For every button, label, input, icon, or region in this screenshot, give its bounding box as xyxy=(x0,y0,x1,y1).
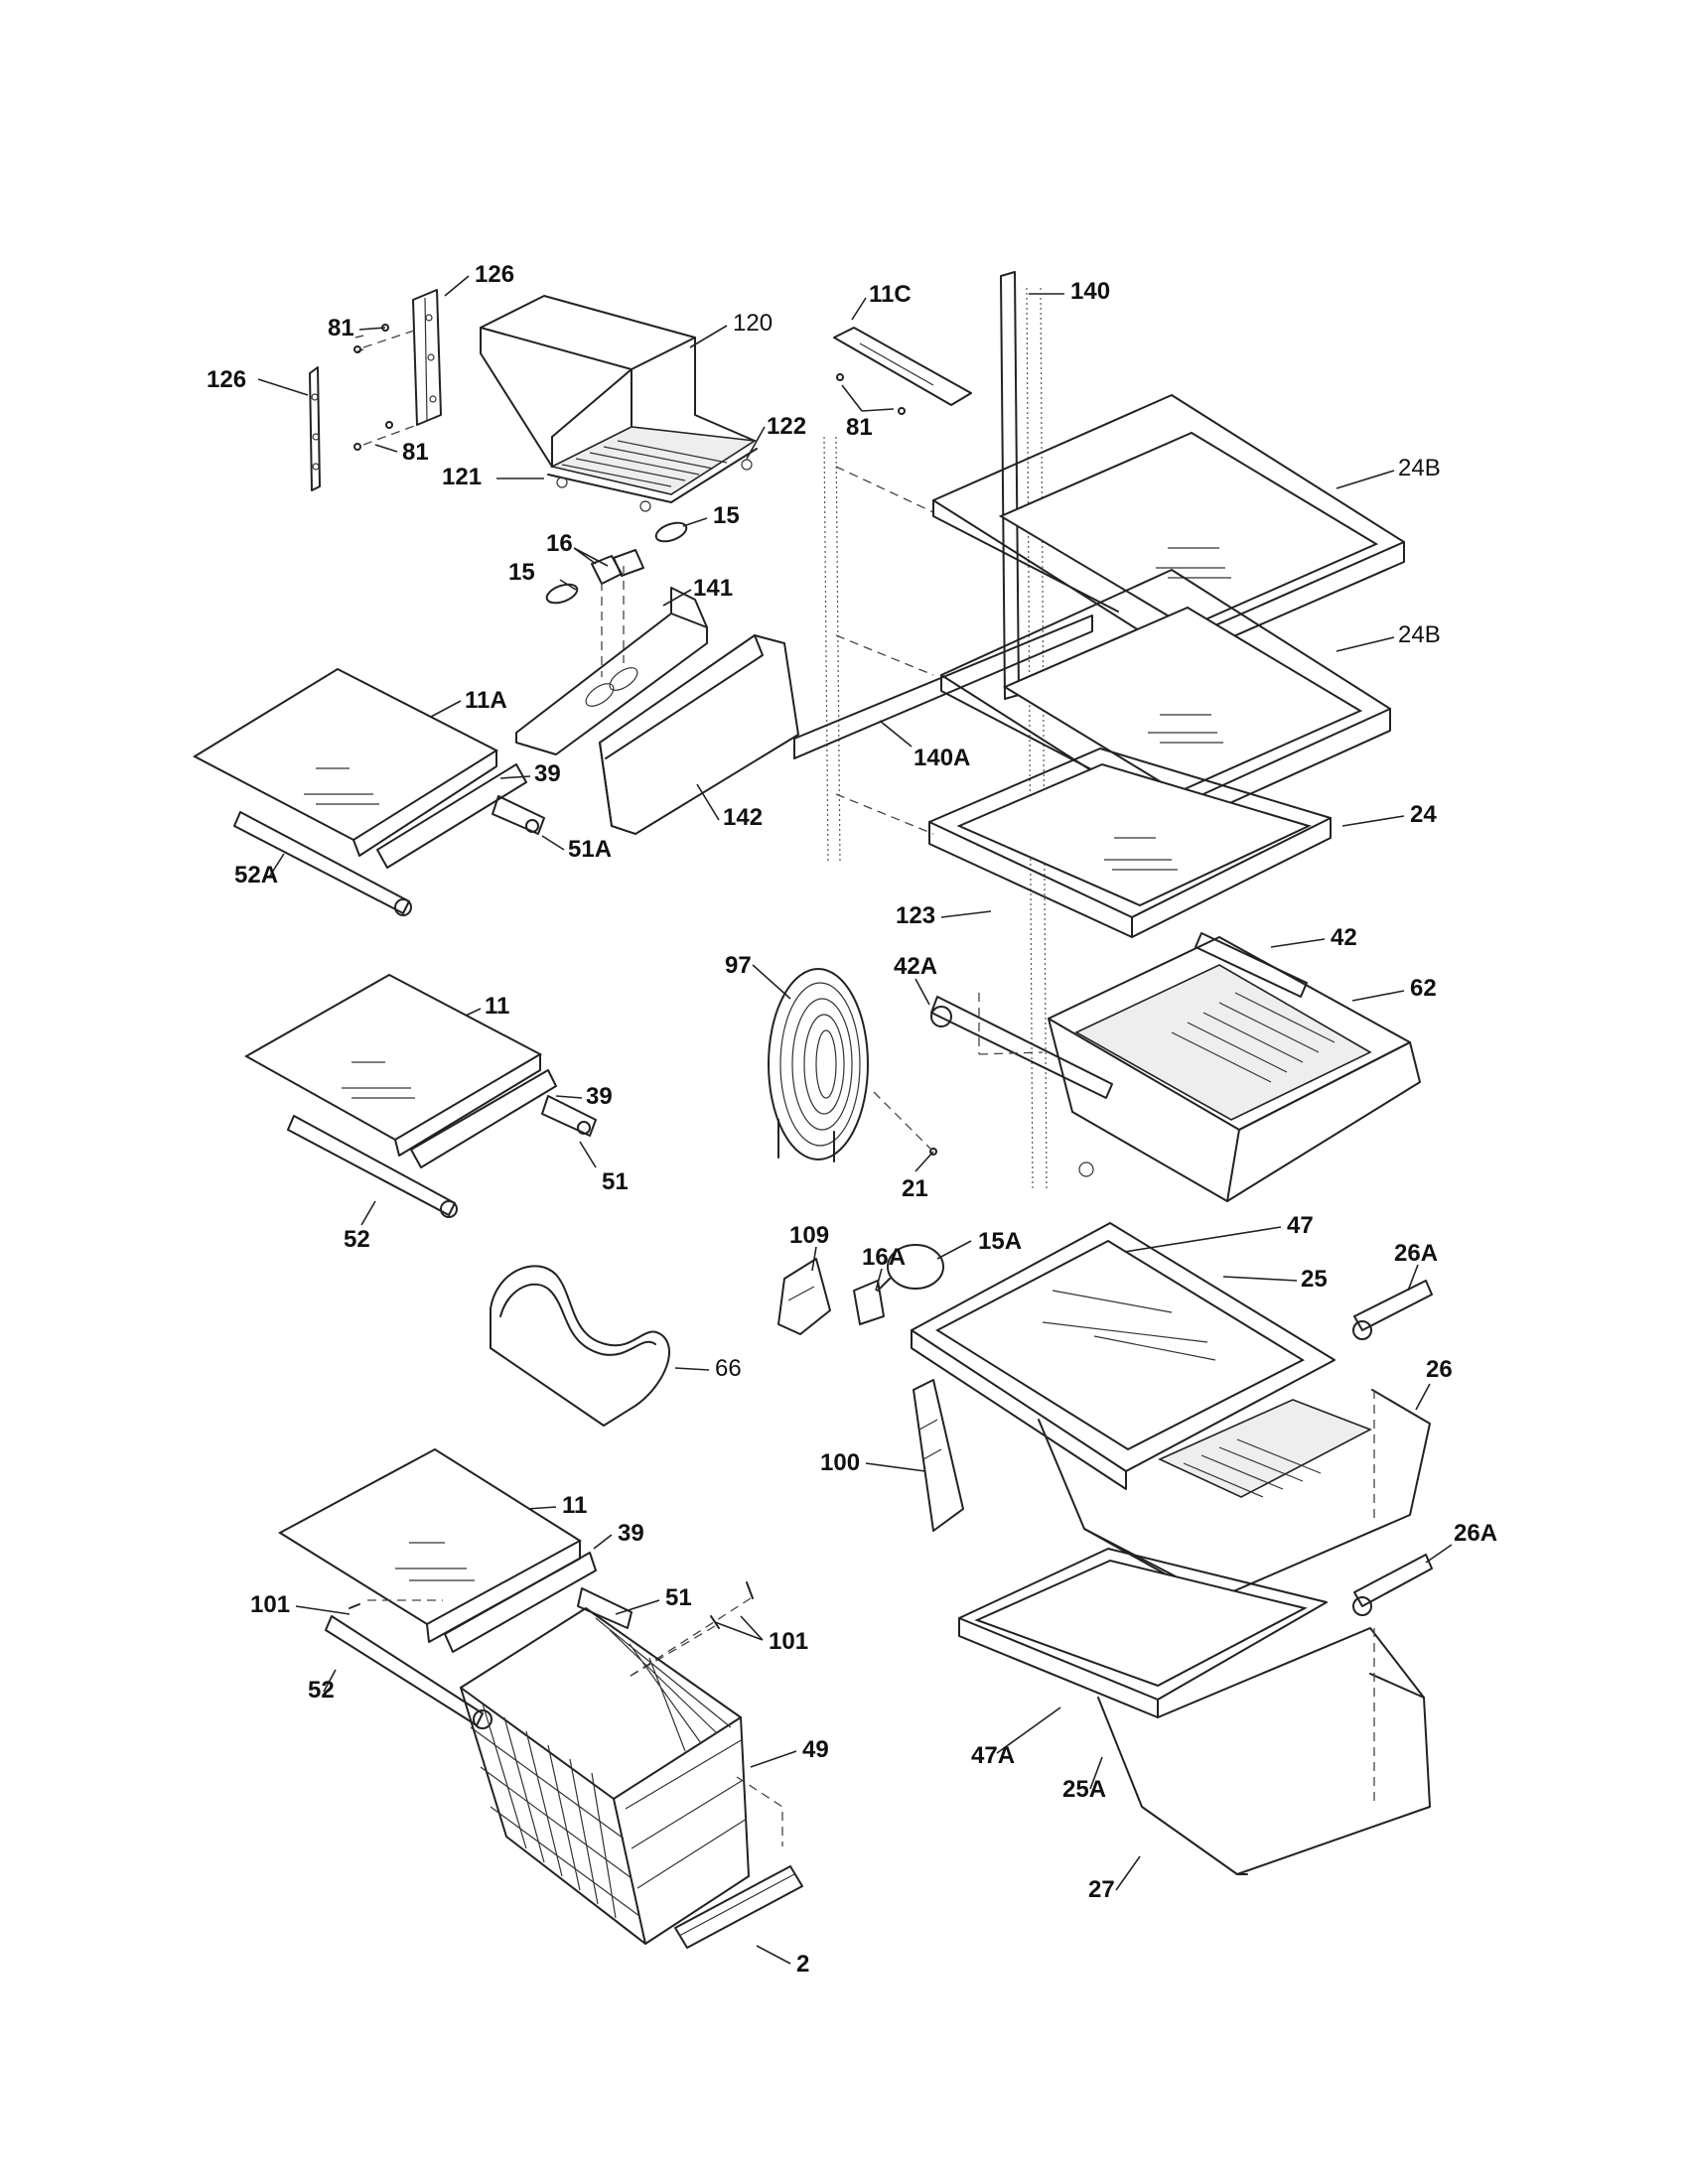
part-label-26: 26 xyxy=(1426,1356,1453,1383)
drawer-62 xyxy=(978,936,1421,1202)
part-label-49: 49 xyxy=(802,1736,829,1763)
part-label-39c: 39 xyxy=(618,1520,644,1547)
part-label-51A: 51A xyxy=(568,836,612,863)
part-label-11a: 11 xyxy=(485,993,509,1020)
part-label-11b: 11 xyxy=(562,1492,587,1519)
part-label-27: 27 xyxy=(1088,1876,1115,1903)
cover-2 xyxy=(674,1865,803,1949)
part-label-81b: 81 xyxy=(402,439,429,466)
part-label-97: 97 xyxy=(725,952,752,979)
part-label-122: 122 xyxy=(767,413,806,440)
part-label-2: 2 xyxy=(796,1951,809,1978)
coil-97 xyxy=(768,968,937,1162)
part-label-81a: 81 xyxy=(328,315,354,341)
bracket-11C xyxy=(833,327,972,415)
shelf-24 xyxy=(928,748,1332,938)
part-label-66: 66 xyxy=(715,1355,742,1382)
drawer-cover-25A xyxy=(958,1548,1328,1718)
rail-52-lower xyxy=(325,1587,633,1729)
part-label-26Ab: 26A xyxy=(1454,1520,1497,1547)
drawer-27 xyxy=(1097,1627,1431,1875)
part-label-101a: 101 xyxy=(250,1591,290,1618)
light-socket-assembly xyxy=(545,521,688,605)
part-label-15A: 15A xyxy=(978,1228,1022,1255)
part-label-11C: 11C xyxy=(869,281,912,308)
part-label-15b: 15 xyxy=(508,559,535,586)
part-label-42: 42 xyxy=(1331,924,1357,951)
part-label-140: 140 xyxy=(1070,278,1110,305)
wire-rack-66 xyxy=(490,1265,670,1427)
rail-52A xyxy=(233,795,545,916)
part-label-39b: 39 xyxy=(586,1083,613,1110)
part-label-121: 121 xyxy=(442,464,482,490)
bracket-141 xyxy=(515,566,708,755)
part-label-51b: 51 xyxy=(665,1584,692,1611)
bracket-126-right xyxy=(412,289,442,426)
liner-100 xyxy=(913,1379,964,1532)
shelf-120 xyxy=(480,295,758,512)
screw-81-set-left xyxy=(353,324,418,451)
leader-lines xyxy=(257,275,1453,1965)
bracket-126-left xyxy=(309,366,321,491)
part-label-24Ba: 24B xyxy=(1398,455,1441,481)
part-label-26Aa: 26A xyxy=(1394,1240,1438,1267)
part-label-25A: 25A xyxy=(1062,1776,1106,1803)
part-label-39a: 39 xyxy=(534,760,561,787)
rail-52-middle xyxy=(287,1095,597,1218)
part-label-47: 47 xyxy=(1287,1212,1314,1239)
wire-basket-49 xyxy=(460,1607,783,1945)
screw-101-set xyxy=(349,1581,754,1679)
part-label-11A: 11A xyxy=(465,687,507,714)
part-label-15a: 15 xyxy=(713,502,740,529)
part-label-16: 16 xyxy=(546,530,573,557)
part-label-21: 21 xyxy=(902,1175,928,1202)
part-label-140A: 140A xyxy=(914,745,970,771)
part-label-42A: 42A xyxy=(894,953,937,980)
part-label-24Bb: 24B xyxy=(1398,621,1441,648)
part-label-120: 120 xyxy=(733,310,773,337)
part-label-126a: 126 xyxy=(475,261,514,288)
part-label-51a: 51 xyxy=(602,1168,629,1195)
shelf-11A xyxy=(192,667,527,869)
part-number-labels: 126 81 126 81 120 122 121 15 16 15 141 11A 39 142 51A 5… xyxy=(207,261,1497,1978)
part-label-52b: 52 xyxy=(308,1677,335,1704)
part-label-52A: 52A xyxy=(234,862,278,888)
part-label-109: 109 xyxy=(789,1222,829,1249)
bracket-26A-upper xyxy=(1352,1280,1433,1340)
part-label-126b: 126 xyxy=(207,366,246,393)
bracket-26A-lower xyxy=(1352,1554,1433,1616)
part-label-25: 25 xyxy=(1301,1266,1328,1293)
part-label-141: 141 xyxy=(693,575,733,602)
lamp-assembly xyxy=(777,1244,944,1335)
part-label-47A: 47A xyxy=(971,1742,1015,1769)
part-label-62: 62 xyxy=(1410,975,1437,1002)
cover-142 xyxy=(599,634,799,835)
part-label-52a: 52 xyxy=(344,1226,370,1253)
shelf-11-lower xyxy=(278,1447,597,1653)
part-label-81c: 81 xyxy=(846,414,873,441)
part-label-100: 100 xyxy=(820,1449,860,1476)
part-label-24: 24 xyxy=(1410,801,1437,828)
dotted-wall-outline xyxy=(823,436,934,865)
part-label-142: 142 xyxy=(723,804,763,831)
part-label-123: 123 xyxy=(896,902,935,929)
shelf-11-middle xyxy=(243,973,557,1168)
part-label-16A: 16A xyxy=(862,1244,906,1271)
part-label-101b: 101 xyxy=(769,1628,808,1655)
rail-140A xyxy=(793,614,1093,759)
drawer-cover-25 xyxy=(911,1222,1336,1490)
